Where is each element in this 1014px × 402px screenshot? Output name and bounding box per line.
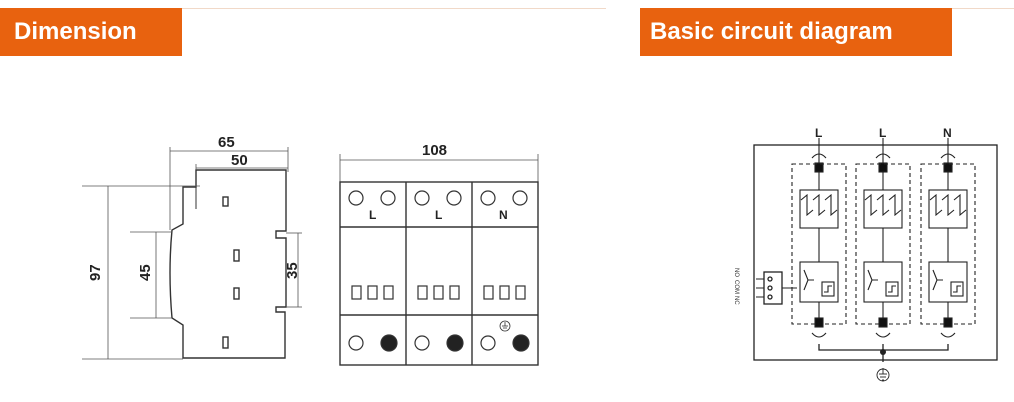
indicator-window [383, 285, 394, 300]
header-rule-right [952, 8, 1014, 9]
top-terminal [348, 190, 364, 206]
front-view-outline [339, 181, 539, 366]
pole-label: L [369, 208, 376, 222]
circuit-branch-2 [855, 138, 911, 338]
indicator-window [515, 285, 526, 300]
indicator-window [367, 285, 378, 300]
indicator-window [433, 285, 444, 300]
dim-65: 65 [218, 134, 235, 151]
top-terminal [446, 190, 462, 206]
side-slot [222, 196, 229, 207]
indicator-window [449, 285, 460, 300]
top-terminal [512, 190, 528, 206]
pole-label: N [499, 208, 508, 222]
earth-icon [876, 368, 890, 382]
indicator-window [417, 285, 428, 300]
circuit-frame [753, 144, 998, 361]
dimension-header: Dimension [0, 8, 182, 56]
header-rule-left [182, 8, 606, 9]
side-view [169, 169, 287, 359]
bottom-terminal-open [348, 335, 364, 351]
dimension-header-text: Dimension [14, 18, 137, 45]
dim-35: 35 [284, 262, 301, 279]
dim-50: 50 [231, 152, 248, 169]
front-pole-3 [480, 190, 530, 352]
side-slot [233, 249, 240, 262]
side-slot [233, 287, 240, 300]
circuit-branch-1 [791, 138, 847, 338]
circuit-line-label: L [879, 126, 886, 140]
bottom-terminal-filled [512, 334, 530, 352]
top-terminal [414, 190, 430, 206]
top-terminal [380, 190, 396, 206]
contact-label-nc: NC [733, 296, 739, 305]
side-dimensions [82, 147, 302, 360]
dim-108: 108 [422, 142, 447, 159]
ground-icon [499, 320, 511, 332]
dim-97: 97 [87, 264, 104, 281]
circuit-header-text: Basic circuit diagram [650, 18, 893, 45]
pole-label: L [435, 208, 442, 222]
circuit-line-label: L [815, 126, 822, 140]
side-slot [222, 336, 229, 349]
contact-label-com: COM [733, 280, 739, 294]
front-pole-1 [348, 190, 398, 352]
bottom-terminal-open [414, 335, 430, 351]
indicator-window [499, 285, 510, 300]
indicator-window [351, 285, 362, 300]
bottom-terminal-filled [446, 334, 464, 352]
contact-terminal [763, 271, 783, 305]
top-terminal [480, 190, 496, 206]
dim-45: 45 [137, 264, 154, 281]
front-pole-2 [414, 190, 464, 352]
bottom-terminal-filled [380, 334, 398, 352]
front-view [339, 181, 539, 366]
circuit-diagram [753, 144, 998, 362]
indicator-window [483, 285, 494, 300]
contact-label-no: NO [733, 268, 739, 277]
circuit-branch-3 [920, 138, 976, 338]
front-dimension [339, 154, 539, 182]
circuit-header: Basic circuit diagram [640, 8, 952, 56]
bottom-terminal-open [480, 335, 496, 351]
circuit-line-label: N [943, 126, 952, 140]
